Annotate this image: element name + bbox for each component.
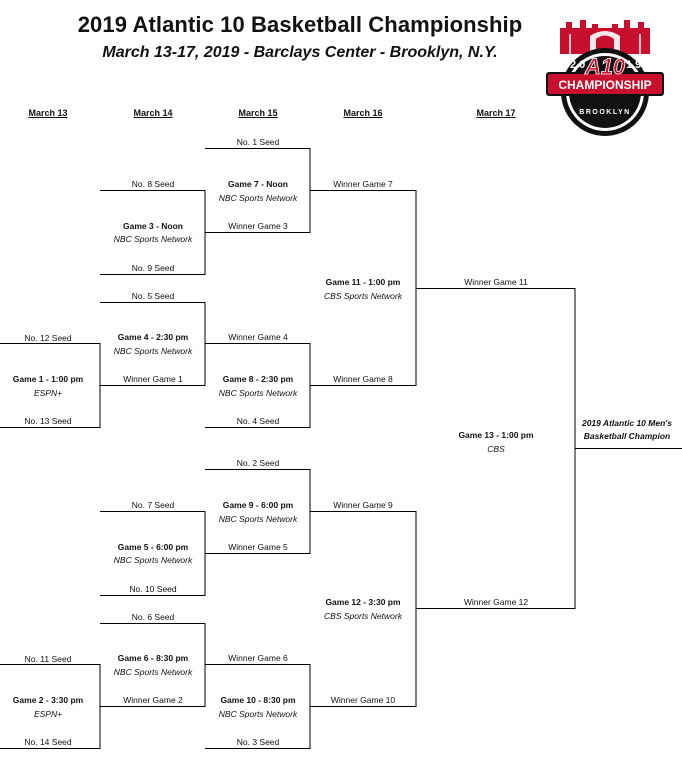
a10-championship-logo: 2 0 1 9 A10 CHAMPIONSHIP BROOKLYN — [546, 20, 664, 136]
game-11-label: Game 11 - 1:00 pm — [325, 277, 401, 287]
slot-winner-game-12: Winner Game 12 — [463, 597, 529, 607]
game-7-network: NBC Sports Network — [218, 193, 298, 203]
game-1-label: Game 1 - 1:00 pm — [12, 374, 84, 384]
logo-city: BROOKLYN — [579, 109, 630, 116]
game-7-bracket — [205, 148, 311, 233]
game-2-network: ESPN+ — [33, 709, 63, 719]
slot-no-4-seed: No. 4 Seed — [236, 416, 280, 426]
day-header-march-16: March 16 — [343, 108, 383, 118]
page-subtitle: March 13-17, 2019 - Barclays Center - Br… — [102, 44, 498, 61]
slot-no-1-seed: No. 1 Seed — [236, 137, 280, 147]
game-13-label: Game 13 - 1:00 pm — [458, 430, 534, 440]
game-11-network: CBS Sports Network — [324, 291, 402, 301]
slot-winner-game-10: Winner Game 10 — [330, 695, 396, 705]
slot-no-13-seed: No. 13 Seed — [24, 416, 72, 426]
game-3-network: NBC Sports Network — [113, 234, 193, 244]
slot-winner-game-2: Winner Game 2 — [123, 695, 183, 705]
slot-no-12-seed: No. 12 Seed — [24, 333, 72, 343]
game-8-network: NBC Sports Network — [218, 388, 298, 398]
game-5-label: Game 5 - 6:00 pm — [117, 542, 189, 552]
day-header-march-13: March 13 — [28, 108, 68, 118]
game-4-label: Game 4 - 2:30 pm — [117, 332, 189, 342]
game-10-label: Game 10 - 8:30 pm — [220, 695, 296, 705]
champion-label-line-2: Basketball Champion — [583, 431, 671, 441]
game-2-bracket — [0, 664, 101, 749]
logo-mark: A10 — [584, 54, 626, 79]
day-header-march-14: March 14 — [133, 108, 173, 118]
game-9-network: NBC Sports Network — [218, 514, 298, 524]
slot-winner-game-4: Winner Game 4 — [228, 332, 288, 342]
game-2-label: Game 2 - 3:30 pm — [12, 695, 84, 705]
brooklyn-bridge-icon — [560, 20, 650, 54]
slot-winner-game-9: Winner Game 9 — [333, 500, 393, 510]
page-title: 2019 Atlantic 10 Basketball Championship — [77, 12, 523, 37]
slot-no-9-seed: No. 9 Seed — [131, 263, 175, 273]
logo-word: CHAMPIONSHIP — [558, 78, 651, 92]
game-6-label: Game 6 - 8:30 pm — [117, 653, 189, 663]
game-10-bracket — [205, 664, 311, 749]
slot-winner-game-6: Winner Game 6 — [228, 653, 288, 663]
slot-winner-game-8: Winner Game 8 — [333, 374, 393, 384]
game-5-network: NBC Sports Network — [113, 555, 193, 565]
slot-no-7-seed: No. 7 Seed — [131, 500, 175, 510]
slot-no-5-seed: No. 5 Seed — [131, 291, 175, 301]
slot-no-14-seed: No. 14 Seed — [24, 737, 72, 747]
game-1-bracket — [0, 343, 101, 428]
logo-year-left: 2 0 — [570, 59, 585, 71]
slot-no-8-seed: No. 8 Seed — [131, 179, 175, 189]
game-7-label: Game 7 - Noon — [228, 179, 288, 189]
slot-no-6-seed: No. 6 Seed — [131, 612, 175, 622]
logo-year-right: 1 9 — [626, 59, 641, 71]
day-header-march-15: March 15 — [238, 108, 278, 118]
day-header-march-17: March 17 — [476, 108, 516, 118]
slot-winner-game-1: Winner Game 1 — [123, 374, 183, 384]
slot-no-2-seed: No. 2 Seed — [236, 458, 280, 468]
slot-no-11-seed: No. 11 Seed — [24, 654, 72, 664]
game-6-network: NBC Sports Network — [113, 667, 193, 677]
game-3-label: Game 3 - Noon — [123, 221, 183, 231]
slot-winner-game-3: Winner Game 3 — [228, 221, 288, 231]
game-12-network: CBS Sports Network — [324, 611, 402, 621]
game-4-network: NBC Sports Network — [113, 346, 193, 356]
game-11-bracket — [310, 190, 417, 386]
slot-no-10-seed: No. 10 Seed — [129, 584, 177, 594]
game-13-network: CBS — [487, 444, 505, 454]
game-12-label: Game 12 - 3:30 pm — [325, 597, 401, 607]
slot-winner-game-11: Winner Game 11 — [464, 277, 528, 287]
slot-winner-game-5: Winner Game 5 — [228, 542, 288, 552]
game-5-bracket — [100, 511, 206, 596]
slot-no-3-seed: No. 3 Seed — [236, 737, 280, 747]
champion-label-line-1: 2019 Atlantic 10 Men's — [581, 418, 673, 428]
game-8-label: Game 8 - 2:30 pm — [222, 374, 294, 384]
game-1-network: ESPN+ — [33, 388, 63, 398]
logo-banner — [548, 74, 662, 94]
game-10-network: NBC Sports Network — [218, 709, 298, 719]
game-9-label: Game 9 - 6:00 pm — [222, 500, 294, 510]
game-8-bracket — [205, 343, 311, 428]
game-9-bracket — [205, 469, 311, 554]
game-12-bracket — [310, 511, 417, 707]
game-3-bracket — [100, 190, 206, 275]
slot-winner-game-7: Winner Game 7 — [333, 179, 393, 189]
